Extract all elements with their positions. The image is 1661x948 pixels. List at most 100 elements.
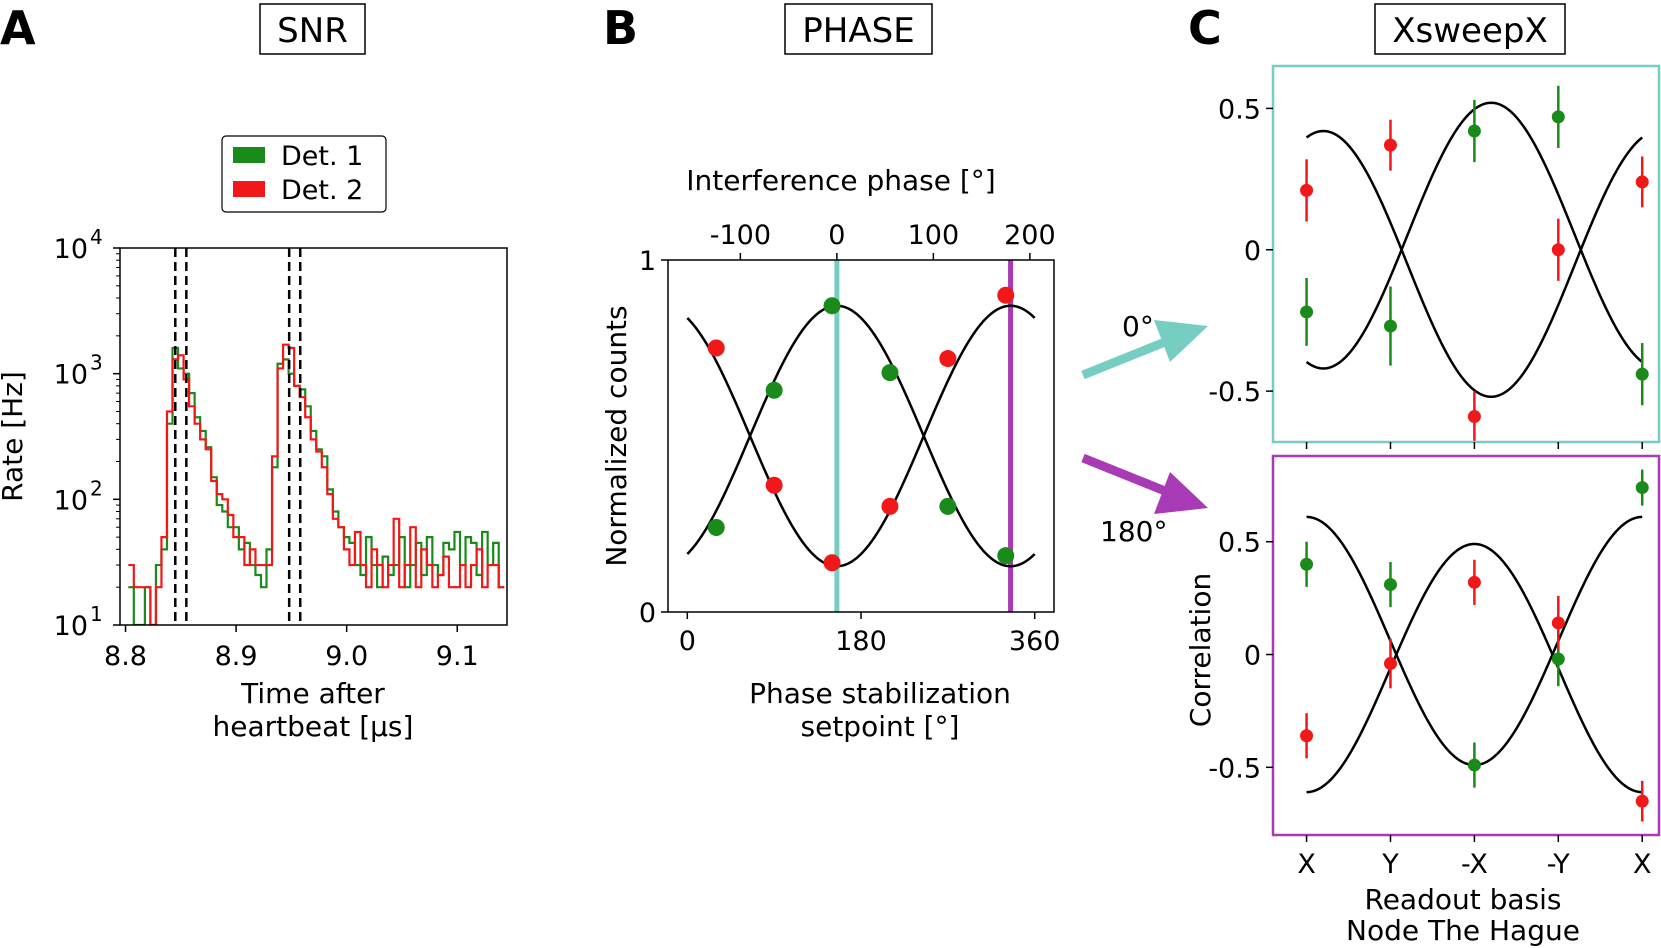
top-x-tick-label: -100	[710, 220, 771, 251]
data-point-det1	[707, 519, 725, 537]
plot-area-chartCt	[1300, 85, 1649, 442]
y-tick-label: 0.5	[1218, 528, 1261, 559]
data-point-det1	[1383, 319, 1397, 333]
data-point-det1	[1635, 367, 1649, 381]
legend-label-2: Det. 2	[281, 175, 363, 206]
data-point-det1	[1551, 110, 1565, 124]
x-axis-label-c-line2: Node The Hague	[1346, 914, 1580, 947]
y-tick-exponent: 1	[90, 602, 103, 626]
panel-title-box-b	[784, 3, 933, 55]
data-point-det2	[1467, 410, 1481, 424]
y-tick-exponent: 2	[90, 476, 103, 500]
legend-label-1: Det. 1	[281, 141, 363, 172]
axes-frame-chartCt	[1271, 64, 1661, 444]
panel-title-b: PHASE	[802, 11, 914, 51]
data-point-det1	[1467, 758, 1481, 772]
x-axis-label-b-line2: setpoint [°]	[801, 710, 960, 743]
y-tick-label: 1	[639, 246, 656, 277]
y-tick-label: 10	[54, 611, 88, 642]
top-x-tick-label: 200	[1004, 220, 1056, 251]
x-tick-label: 8.9	[215, 641, 258, 672]
x-tick-label: X	[1633, 849, 1652, 880]
data-point-det2	[1300, 729, 1314, 743]
data-point-det1	[1635, 481, 1649, 495]
panel-title-a: SNR	[277, 11, 348, 51]
data-point-det2	[997, 286, 1015, 304]
data-point-det1	[939, 497, 957, 515]
y-tick-label: 0	[639, 598, 656, 629]
data-point-det2	[939, 350, 957, 368]
data-point-det2	[823, 554, 841, 572]
x-tick-label: Y	[1381, 849, 1399, 880]
data-point-det2	[1551, 243, 1565, 257]
top-x-axis-label: Interference phase [°]	[686, 164, 995, 197]
panel-title-box-c	[1374, 3, 1566, 55]
data-point-det1	[1300, 305, 1314, 319]
panel-letter-b: B	[603, 1, 638, 55]
data-point-det2	[1635, 175, 1649, 189]
data-point-det1	[1300, 557, 1314, 571]
x-tick-label: 0	[679, 626, 696, 657]
y-tick-label: 10	[54, 485, 88, 516]
axes-frame-b	[667, 259, 1055, 613]
plot-area-chartCb	[1300, 469, 1649, 822]
y-tick-exponent: 4	[90, 225, 103, 249]
arrow-lower-head	[1154, 472, 1208, 514]
arrow-lower-shaft	[1081, 453, 1167, 496]
panel-letter-c: C	[1188, 1, 1222, 55]
fit-curve-2	[1306, 515, 1643, 767]
panel-letter-a: A	[0, 1, 36, 55]
x-tick-label: -X	[1461, 849, 1488, 880]
data-point-det2	[1467, 575, 1481, 589]
data-point-det1	[1383, 578, 1397, 592]
panel-title-c: XsweepX	[1392, 11, 1548, 51]
y-tick-label: 0	[1244, 641, 1261, 672]
x-axis-label-a-line2: heartbeat [μs]	[213, 710, 414, 743]
x-tick-label: 8.8	[104, 641, 147, 672]
y-axis-label-c: Correlation	[1184, 573, 1217, 727]
y-tick-label: 10	[54, 360, 88, 391]
y-tick-exponent: 3	[90, 351, 103, 375]
data-point-det1	[1467, 124, 1481, 138]
data-point-det2	[1300, 183, 1314, 197]
y-tick-label: -0.5	[1208, 377, 1261, 408]
top-x-tick-label: 0	[828, 220, 845, 251]
legend-swatch-1	[233, 147, 265, 163]
y-axis-label-a: Rate [Hz]	[0, 371, 29, 502]
plot-area-b	[686, 260, 1036, 612]
data-point-det2	[881, 497, 899, 515]
fit-curve-1	[1306, 542, 1643, 794]
x-tick-label: -Y	[1547, 849, 1571, 880]
panel-title-box-a	[259, 3, 366, 55]
x-tick-label: X	[1297, 849, 1316, 880]
x-tick-label: 360	[1009, 626, 1061, 657]
histogram-series-1	[128, 346, 505, 625]
x-axis-label-b-line1: Phase stabilization	[749, 677, 1011, 710]
y-tick-label: 10	[54, 234, 88, 265]
plot-area-a	[128, 343, 505, 625]
x-axis-label-c-line1: Readout basis	[1365, 883, 1562, 916]
data-point-det2	[765, 476, 783, 494]
data-point-det2	[707, 339, 725, 357]
arrow-upper-label: 0°	[1122, 310, 1154, 343]
fit-curve-1	[686, 304, 1036, 568]
data-point-det1	[1551, 652, 1565, 666]
y-tick-label: 0	[1244, 236, 1261, 267]
arrow-lower-label: 180°	[1100, 515, 1167, 548]
top-x-tick-label: 100	[908, 220, 960, 251]
y-axis-label-b: Normalized counts	[600, 305, 633, 566]
fit-curve-2	[686, 304, 1036, 568]
arrow-lower: 180°	[1081, 453, 1208, 548]
fit-curve-2	[1305, 129, 1644, 399]
arrow-upper-head	[1154, 320, 1208, 362]
data-point-det1	[765, 381, 783, 399]
x-tick-label: 9.0	[325, 641, 368, 672]
x-axis-label-a-line1: Time after	[240, 677, 385, 710]
chart-c-top: -0.5 0 0.5	[1208, 64, 1661, 449]
y-tick-label: 0.5	[1218, 94, 1261, 125]
data-point-det1	[881, 364, 899, 382]
